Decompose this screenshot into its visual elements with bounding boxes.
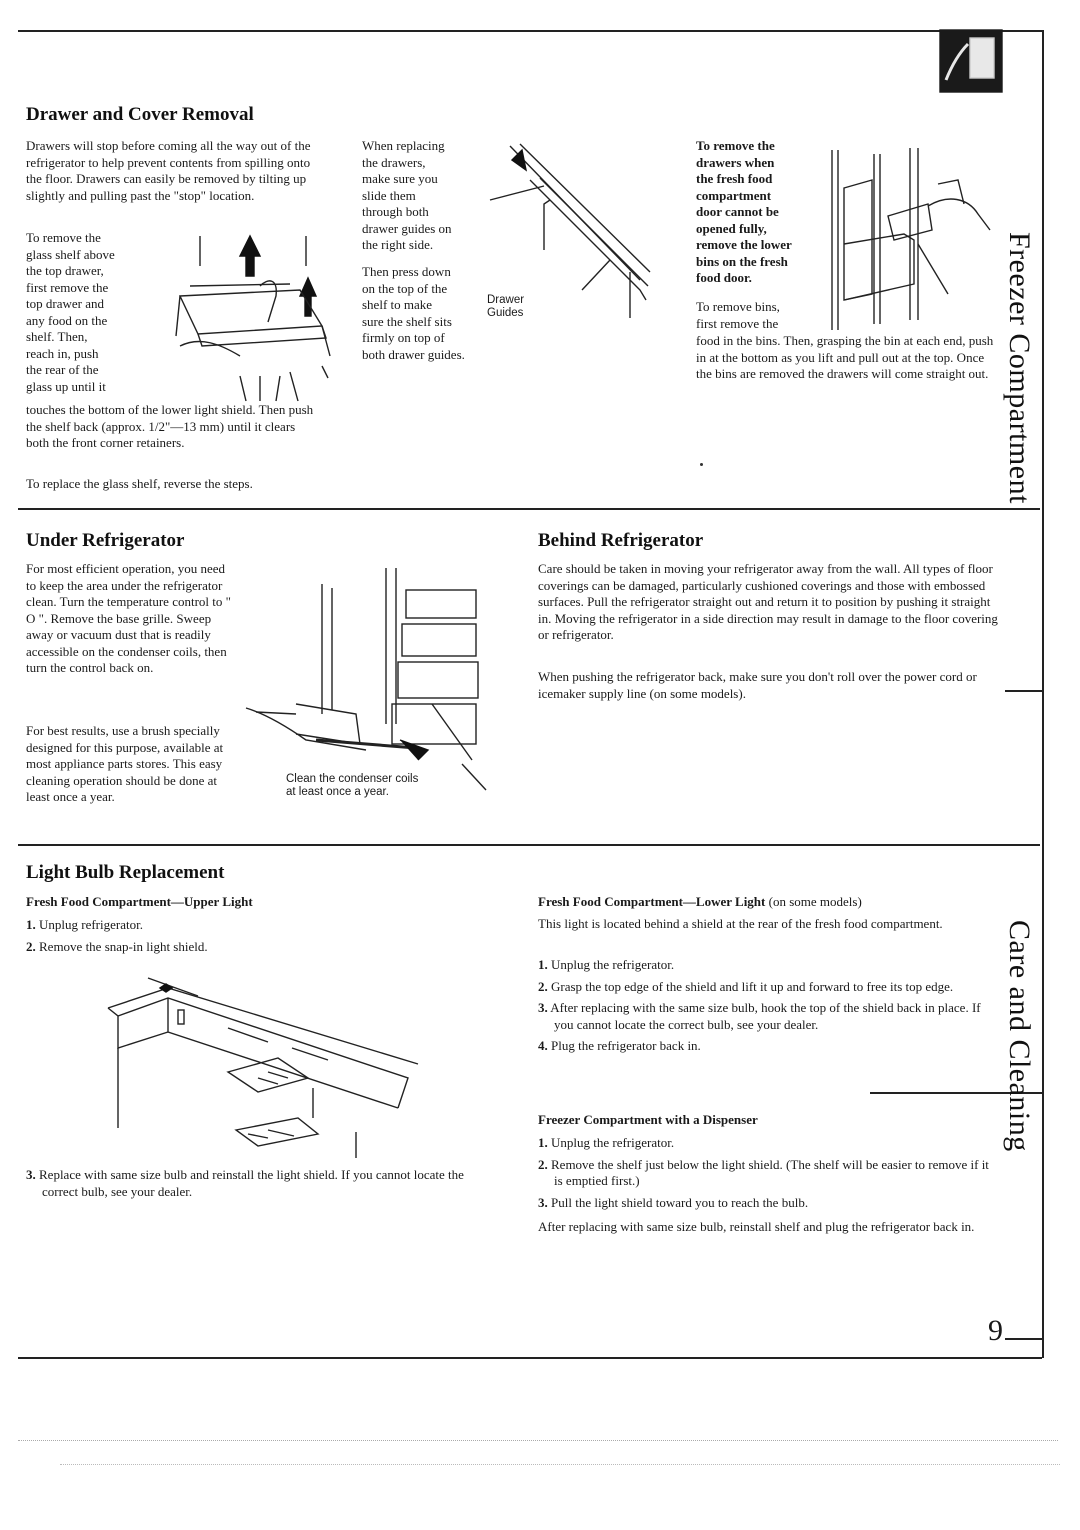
under-section-title: Under Refrigerator [26,530,185,551]
top-rule [18,30,1042,32]
press-down-lines: Then press down on the top of the shelf … [362,264,465,362]
sidebar-divider [1042,30,1044,1358]
scan-artifact-line [60,1464,1060,1465]
door-bins-illustration [831,148,991,330]
under-para-1: For most efficient operation, you need t… [26,561,231,675]
light-section-title: Light Bulb Replacement [26,862,225,883]
sidebar-tab-freezer-compartment: Freezer Compartment [1003,232,1036,504]
bottom-rule [18,1357,1042,1359]
list-item: 1. Unplug refrigerator. [26,917,143,932]
freezer-light-steps: 1. Unplug the refrigerator. 2. Remove th… [538,1135,1000,1216]
behind-section-title: Behind Refrigerator [538,530,704,551]
sidebar-tab-rule-1 [1005,690,1042,692]
scan-artifact-line [18,1440,1058,1441]
drawer-guides-illustration [489,143,651,318]
remove-shelf-lines: To remove the glass shelf above the top … [26,230,115,394]
upper-light-step-3: 3. Replace with same size bulb and reins… [26,1167,464,1199]
list-item: 1. Unplug the refrigerator. [538,1135,675,1150]
list-item: 2. Grasp the top edge of the shield and … [538,978,954,994]
replace-shelf: To replace the glass shelf, reverse the … [26,476,253,491]
remove-bins-lines: To remove bins, first remove the [696,299,780,331]
drawer-guides-label: Drawer Guides [487,294,525,319]
under-para-2: For best results, use a brush specially … [26,723,224,804]
drawer-intro: Drawers will stop before coming all the … [26,138,311,203]
behind-para-2: When pushing the refrigerator back, make… [538,669,977,701]
list-item: 2. Remove the shelf just below the light… [538,1156,989,1189]
list-item: 2. Remove the snap-in light shield. [26,938,208,954]
replacing-drawers-lines: When replacing the drawers, make sure yo… [362,138,452,252]
bullet-dot [700,463,703,466]
freezer-light-after: After replacing with same size bulb, rei… [538,1219,975,1234]
section-rule-1 [18,508,1040,510]
behind-para-1: Care should be taken in moving your refr… [538,561,998,642]
sidebar-tab-rule-2 [870,1092,1042,1094]
sidebar-tab-rule-3 [1005,1338,1042,1340]
lower-light-steps: 1. Unplug the refrigerator. 2. Grasp the… [538,957,1000,1060]
glass-shelf-illustration [175,234,331,402]
section-rule-2 [18,844,1040,846]
drawer-section-title: Drawer and Cover Removal [26,104,254,125]
upper-light-steps: 1. Unplug refrigerator. 2. Remove the sn… [26,917,486,960]
fresh-food-drawers-lines: To remove the drawers when the fresh foo… [696,138,792,285]
list-item: 1. Unplug the refrigerator. [538,957,675,972]
lower-light-intro: This light is located behind a shield at… [538,916,943,931]
condenser-caption: Clean the condenser coils at least once … [286,773,419,798]
lower-light-heading: Fresh Food Compartment—Lower Light (on s… [538,894,862,909]
page-number: 9 [988,1314,1003,1347]
sidebar-tab-care-and-cleaning: Care and Cleaning [1003,920,1036,1152]
list-item: 3. After replacing with the same size bu… [538,1000,981,1032]
freezer-light-heading: Freezer Compartment with a Dispenser [538,1112,758,1127]
list-item: 4. Plug the refrigerator back in. [538,1038,701,1053]
remove-bins-cont: food in the bins. Then, grasping the bin… [696,333,994,381]
upper-light-shield-illustration [107,977,419,1158]
upper-light-heading: Fresh Food Compartment—Upper Light [26,894,253,909]
list-item: 3. Pull the light shield toward you to r… [538,1194,809,1210]
corner-thumbnail [939,29,1003,93]
remove-shelf-cont: touches the bottom of the lower light sh… [26,402,314,450]
condenser-coils-illustration [245,568,487,791]
